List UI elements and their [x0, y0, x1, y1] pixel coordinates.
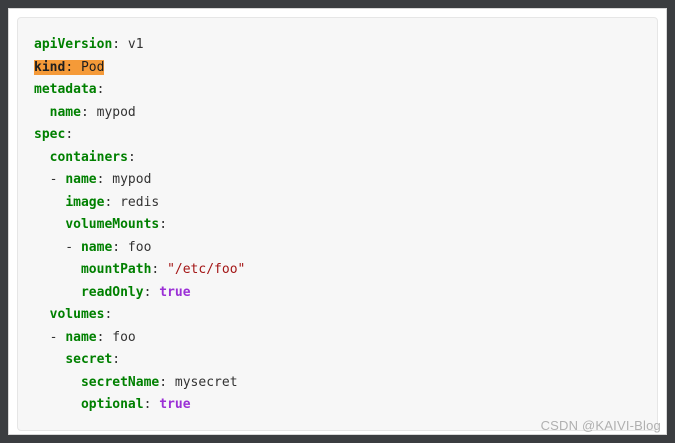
code-key: volumeMounts: [65, 217, 160, 232]
code-colon: :: [159, 217, 168, 232]
code-key: metadata: [34, 82, 97, 97]
code-line-secretname: secretName: mysecret: [34, 372, 245, 395]
code-key: kind: [34, 59, 66, 75]
code-colon: :: [96, 82, 105, 97]
code-key: name: [65, 172, 97, 187]
code-value: foo: [104, 329, 136, 345]
code-line-volume-name: - name: foo: [34, 327, 245, 350]
code-line-spec: spec:: [34, 124, 245, 147]
code-indent: [34, 195, 65, 210]
code-value: Pod: [73, 59, 105, 75]
code-colon: :: [112, 37, 121, 52]
code-indent: [34, 375, 81, 390]
code-line-secret: secret:: [34, 349, 245, 372]
code-colon: :: [159, 374, 168, 390]
code-colon: :: [80, 104, 89, 120]
code-line-containers: containers:: [34, 147, 245, 170]
code-colon: :: [104, 307, 113, 322]
code-line-metadata-name: name: mypod: [34, 102, 245, 125]
code-line-mountpath: mountPath: "/etc/foo": [34, 259, 245, 282]
code-value: redis: [112, 194, 160, 210]
code-block: apiVersion: v1 kind: Pod metadata: name: m…: [17, 17, 658, 431]
code-key: spec: [34, 127, 66, 142]
code-indent: -: [34, 172, 66, 187]
code-indent: -: [34, 239, 81, 255]
code-indent: [34, 397, 81, 412]
code-key: apiVersion: [34, 37, 113, 52]
code-boolean-value: true: [159, 284, 191, 300]
code-indent: [34, 217, 65, 232]
code-line-readonly: readOnly: true: [34, 282, 245, 305]
code-colon: :: [96, 172, 105, 187]
code-line-volumemounts: volumeMounts:: [34, 214, 245, 237]
code-key: image: [65, 194, 105, 210]
code-indent: [34, 262, 81, 277]
code-line-metadata: metadata:: [34, 79, 245, 102]
code-colon: :: [143, 397, 160, 412]
code-indent: [34, 307, 50, 322]
code-indent: [34, 352, 65, 367]
code-key: optional: [80, 397, 144, 412]
watermark: CSDN @KAIVI-Blog: [540, 418, 661, 433]
code-key: name: [49, 104, 81, 120]
code-line-optional: optional: true: [34, 394, 245, 417]
code-indent: [34, 105, 50, 120]
code-indent: -: [34, 329, 66, 345]
code-value: v1: [120, 37, 144, 52]
code-value: foo: [120, 239, 152, 255]
code-line-volumes: volumes:: [34, 304, 245, 327]
code-indent: [34, 150, 50, 165]
code-key: readOnly: [80, 284, 144, 300]
code-line-image: image: redis: [34, 192, 245, 215]
code-key: volumes: [49, 307, 105, 322]
code-value: mysecret: [167, 374, 238, 390]
code-key: containers: [49, 149, 128, 165]
code-value: mypod: [88, 104, 136, 120]
code-line-mount-name: - name: foo: [34, 237, 245, 260]
code-line-kind: kind: Pod: [34, 57, 245, 80]
code-colon: :: [112, 352, 121, 367]
code-colon: :: [112, 239, 121, 255]
code-colon: :: [127, 149, 136, 165]
code-colon: :: [104, 194, 113, 210]
selection-highlight: kind: Pod: [34, 59, 105, 75]
code-line-apiversion: apiVersion: v1: [34, 34, 245, 57]
code-line-container-name: - name: mypod: [34, 169, 245, 192]
code-colon: :: [143, 284, 160, 300]
code-colon: :: [96, 329, 105, 345]
code-string-value: "/etc/foo": [167, 262, 246, 277]
code-value: mypod: [104, 172, 152, 187]
code-key: name: [80, 239, 113, 255]
code-colon: :: [65, 59, 74, 75]
code-key: mountPath: [80, 262, 152, 277]
code-colon: :: [65, 127, 74, 142]
code-colon: :: [151, 262, 168, 277]
code-boolean-value: true: [159, 397, 191, 412]
code-key: secret: [65, 352, 113, 367]
code-key: secretName: [80, 374, 160, 390]
yaml-code: apiVersion: v1 kind: Pod metadata: name: m…: [34, 34, 245, 417]
code-indent: [34, 285, 81, 300]
code-key: name: [65, 329, 97, 345]
